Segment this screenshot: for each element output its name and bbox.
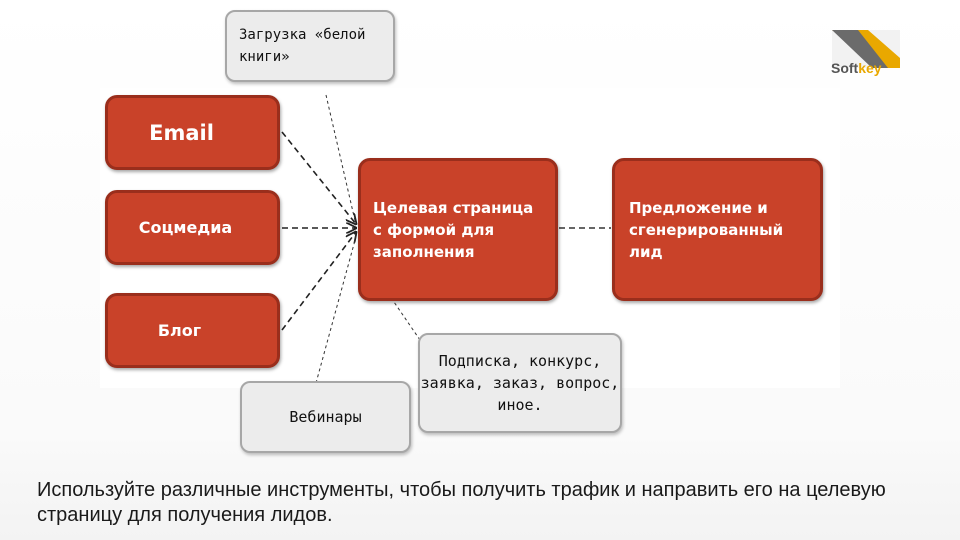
logo-text-accent: key — [858, 60, 882, 76]
source-blog-box: Блог — [105, 293, 280, 368]
subscribe-box: Подписка, конкурс, заявка, заказ, вопрос… — [418, 333, 622, 433]
softkey-logo: Softkey — [831, 60, 882, 76]
landing-page-box: Целевая страница с формой для заполнения — [358, 158, 558, 301]
webinars-label: Вебинары — [289, 408, 362, 426]
webinars-box: Вебинары — [240, 381, 411, 453]
source-socmedia-box: Соцмедиа — [105, 190, 280, 265]
line-whitepaper-to-landing — [325, 94, 357, 226]
source-email-box: Email — [105, 95, 280, 170]
line-webinars-to-landing — [315, 232, 358, 384]
source-socmedia-label: Соцмедиа — [138, 218, 233, 237]
logo-text-main: Soft — [831, 60, 859, 76]
subscribe-label: Подписка, конкурс, заявка, заказ, вопрос… — [420, 352, 620, 414]
whitepaper-box: Загрузка «белой книги» — [225, 10, 395, 82]
line-subscribe-to-landing — [393, 301, 421, 341]
softkey-logo-icon — [832, 30, 900, 68]
offer-lead-label: Предложение и сгенерированный лид — [629, 198, 784, 261]
landing-page-label: Целевая страница с формой для заполнения — [373, 198, 534, 261]
offer-lead-box: Предложение и сгенерированный лид — [612, 158, 823, 301]
source-email-label: Email — [149, 120, 214, 145]
arrow-blog-to-landing — [281, 232, 356, 331]
slide-caption: Используйте различные инструменты, чтобы… — [37, 479, 886, 526]
source-blog-label: Блог — [157, 321, 202, 340]
whitepaper-label: Загрузка «белой книги» — [239, 27, 366, 65]
